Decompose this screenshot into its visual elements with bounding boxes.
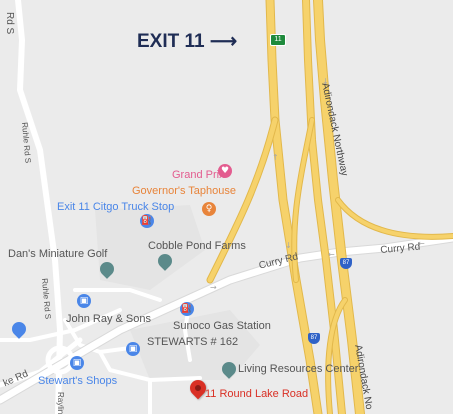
place-stewarts-shops[interactable]: Stewart's Shops — [38, 375, 118, 387]
interstate-shield-icon: 87 — [308, 333, 320, 344]
svg-text:←: ← — [328, 250, 335, 259]
exit-shield-number: 11 — [274, 36, 282, 43]
place-pin-label[interactable]: 11 Round Lake Road — [205, 388, 309, 400]
shopping-bag-icon[interactable]: ▣ — [70, 356, 84, 370]
place-living-resources[interactable]: Living Resources Center — [238, 363, 359, 375]
place-john-ray[interactable]: John Ray & Sons — [66, 313, 151, 325]
svg-text:↓: ↓ — [322, 77, 329, 86]
heart-icon[interactable]: ♥ — [218, 164, 232, 178]
svg-text:←: ← — [418, 239, 425, 248]
road-label-rd-s: Rd S — [4, 12, 15, 35]
exit-callout-text: EXIT 11 — [137, 31, 205, 52]
svg-text:↑: ↑ — [272, 153, 279, 162]
svg-text:↓: ↓ — [285, 241, 292, 250]
arrow-right-icon: ⟶ — [209, 31, 238, 52]
place-sunoco[interactable]: Sunoco Gas Station — [173, 320, 271, 332]
road-label-raylin: Raylin — [56, 392, 65, 414]
exit-callout: EXIT 11 ⟶ — [137, 30, 237, 53]
interstate-shield-icon: 87 — [340, 258, 352, 269]
gas-station-icon[interactable]: ⛽ — [140, 214, 154, 228]
svg-text:→: → — [210, 283, 217, 292]
shopping-bag-icon[interactable]: ▣ — [126, 342, 140, 356]
place-exit11-citgo[interactable]: Exit 11 Citgo Truck Stop — [57, 201, 175, 213]
place-cobble-pond[interactable]: Cobble Pond Farms — [148, 240, 246, 252]
gas-station-icon[interactable]: ⛽ — [180, 302, 194, 316]
place-dans-golf[interactable]: Dan's Miniature Golf — [8, 248, 108, 260]
beer-icon[interactable]: ♀ — [202, 202, 216, 216]
place-stewarts-162[interactable]: STEWARTS # 162 — [147, 336, 239, 348]
exit-shield-icon: 11 — [270, 34, 286, 46]
shopping-bag-icon[interactable]: ▣ — [77, 294, 91, 308]
interstate-shield-number: 87 — [342, 260, 350, 266]
place-grand-prix[interactable]: Grand Prix — [172, 169, 225, 181]
place-governors-taphouse[interactable]: Governor's Taphouse — [132, 185, 237, 197]
interstate-shield-number: 87 — [310, 335, 318, 341]
